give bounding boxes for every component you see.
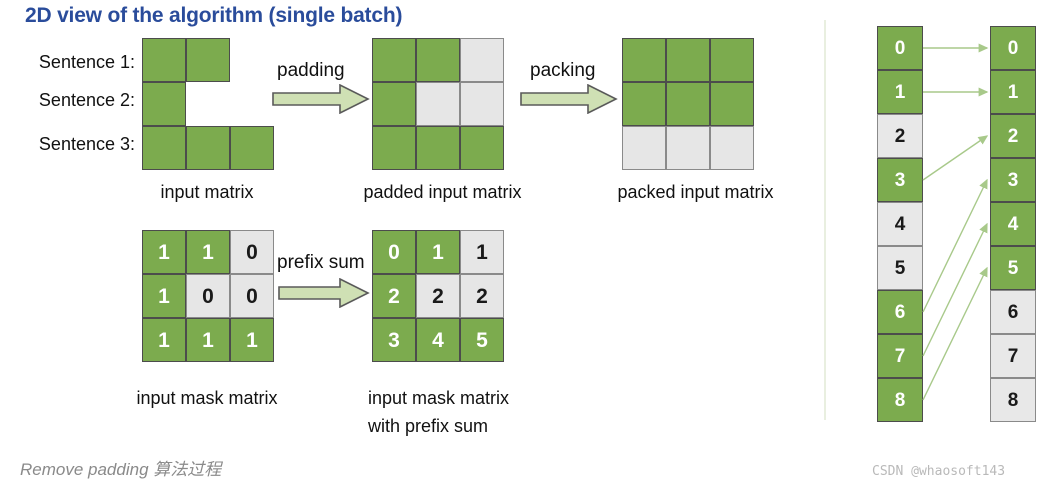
matrix-cell <box>710 82 754 126</box>
matrix-cell: 1 <box>416 230 460 274</box>
matrix-cell: 0 <box>230 274 274 318</box>
matrix-cell <box>186 38 230 82</box>
matrix-cell: 1 <box>142 230 186 274</box>
matrix-cell <box>416 82 460 126</box>
matrix-cell <box>666 38 710 82</box>
mapping-arrow <box>922 178 988 313</box>
index-cell: 8 <box>990 378 1036 422</box>
matrix-cell <box>142 82 186 126</box>
prefix-sum-arrow-icon <box>278 278 370 308</box>
arrow-label-packing: packing <box>530 60 596 81</box>
page-title: 2D view of the algorithm (single batch) <box>25 4 403 27</box>
index-cell: 4 <box>990 202 1036 246</box>
index-cell: 2 <box>877 114 923 158</box>
caption-mask-prefix-line-2: with prefix sum <box>368 416 489 436</box>
watermark: CSDN @whaosoft143 <box>872 464 1006 479</box>
matrix-cell: 4 <box>416 318 460 362</box>
index-cell: 4 <box>877 202 923 246</box>
matrix-cell <box>186 126 230 170</box>
matrix-cell <box>622 126 666 170</box>
matrix-cell <box>142 126 186 170</box>
matrix-cell: 0 <box>186 274 230 318</box>
matrix-cell <box>710 126 754 170</box>
index-cell: 0 <box>877 26 923 70</box>
matrix-cell <box>416 126 460 170</box>
matrix-cell: 1 <box>186 318 230 362</box>
row-label-sentence-1: Sentence 1: <box>38 52 135 72</box>
footer-note: Remove padding 算法过程 <box>20 460 222 479</box>
matrix-cell: 1 <box>142 318 186 362</box>
matrix-cell: 1 <box>186 230 230 274</box>
mapping-arrow <box>922 222 988 357</box>
arrow-label-prefix-sum: prefix sum <box>277 252 365 273</box>
index-cell: 8 <box>877 378 923 422</box>
caption-mask-prefix-line-1: input mask matrix <box>368 388 510 408</box>
matrix-cell <box>230 126 274 170</box>
matrix-cell <box>372 126 416 170</box>
matrix-cell <box>460 38 504 82</box>
mapping-arrow <box>922 135 989 181</box>
mapping-arrow <box>922 266 988 401</box>
matrix-cell: 0 <box>372 230 416 274</box>
index-cell: 6 <box>990 290 1036 334</box>
matrix-cell: 2 <box>372 274 416 318</box>
input-matrix <box>142 38 274 170</box>
index-cell: 5 <box>990 246 1036 290</box>
index-cell: 5 <box>877 246 923 290</box>
index-cell: 3 <box>877 158 923 202</box>
index-mapping-arrows <box>922 43 989 401</box>
index-cell: 7 <box>877 334 923 378</box>
caption-padded-input-matrix: padded input matrix <box>363 182 522 202</box>
padding-arrow-icon <box>272 84 370 114</box>
matrix-cell <box>460 82 504 126</box>
matrix-cell <box>142 38 186 82</box>
caption-input-mask-matrix: input mask matrix <box>136 388 278 408</box>
matrix-cell <box>372 38 416 82</box>
matrix-cell <box>622 82 666 126</box>
matrix-cell: 1 <box>230 318 274 362</box>
caption-input-matrix: input matrix <box>160 182 254 202</box>
matrix-cell <box>460 126 504 170</box>
matrix-cell: 2 <box>416 274 460 318</box>
matrix-cell <box>666 126 710 170</box>
matrix-cell: 3 <box>372 318 416 362</box>
index-cell: 3 <box>990 158 1036 202</box>
matrix-cell <box>710 38 754 82</box>
caption-packed-input-matrix: packed input matrix <box>617 182 774 202</box>
index-cell: 1 <box>990 70 1036 114</box>
index-cell: 0 <box>990 26 1036 70</box>
packing-arrow-icon <box>520 84 618 114</box>
matrix-cell <box>622 38 666 82</box>
matrix-cell <box>666 82 710 126</box>
matrix-cell <box>230 82 274 126</box>
row-label-sentence-3: Sentence 3: <box>38 134 135 154</box>
matrix-cell <box>230 38 274 82</box>
index-cell: 2 <box>990 114 1036 158</box>
index-cell: 6 <box>877 290 923 334</box>
index-cell: 7 <box>990 334 1036 378</box>
row-label-sentence-2: Sentence 2: <box>38 90 135 110</box>
packed-input-matrix <box>622 38 754 170</box>
matrix-cell: 1 <box>460 230 504 274</box>
arrow-label-padding: padding <box>277 60 345 81</box>
matrix-cell: 2 <box>460 274 504 318</box>
panel-divider <box>824 20 826 420</box>
index-cell: 1 <box>877 70 923 114</box>
matrix-cell <box>416 38 460 82</box>
matrix-cell <box>372 82 416 126</box>
matrix-cell <box>186 82 230 126</box>
matrix-cell: 1 <box>142 274 186 318</box>
padded-input-matrix <box>372 38 504 170</box>
matrix-cell: 0 <box>230 230 274 274</box>
matrix-cell: 5 <box>460 318 504 362</box>
